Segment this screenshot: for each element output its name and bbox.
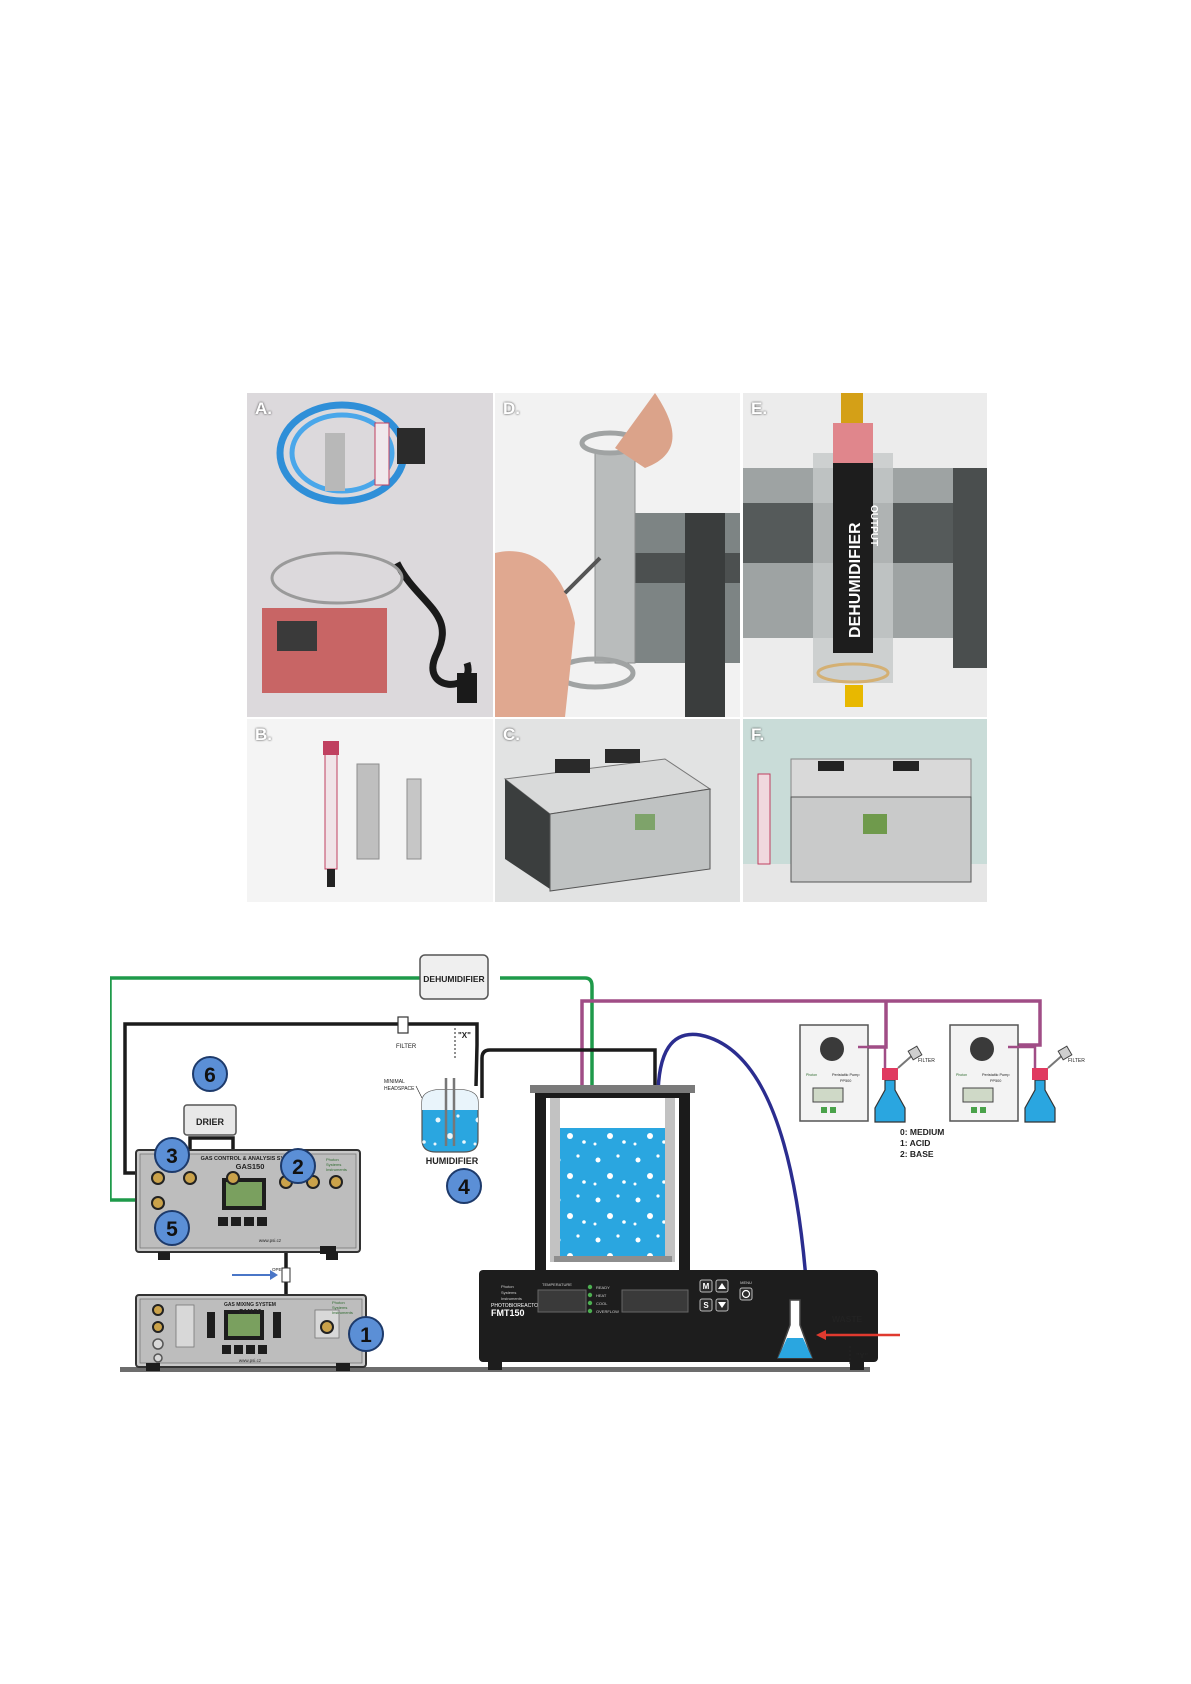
gm150-url: www.psi.cz [239, 1358, 262, 1363]
humidifier-label: HUMIDIFIER [426, 1156, 479, 1166]
fmt-brand-2: Systems [501, 1290, 516, 1295]
filter-label-pump1: FILTER [918, 1058, 935, 1064]
fmt-brand-1: Photon [501, 1284, 514, 1289]
waste-label: WASTE [832, 1314, 863, 1324]
led-ready: READY [596, 1285, 610, 1290]
photo-panel-c: C. [495, 719, 740, 902]
pump2-label: Peristaltic Pump [982, 1073, 1009, 1077]
button-m-label: M [703, 1282, 710, 1291]
device-photo-f [743, 719, 987, 902]
accessories-photo [247, 393, 493, 717]
panel-label-f: F. [751, 725, 764, 745]
fmt150-base [479, 1270, 878, 1362]
gas150-url: www.psi.cz [259, 1238, 282, 1243]
dehumidifier-photo: DEHUMIDIFIER OUTPUT [743, 393, 987, 717]
marker-1: 1 [349, 1317, 383, 1351]
purple-tube-branch [866, 1001, 886, 1047]
pump2-model: PP500 [990, 1079, 1001, 1083]
reagent-bottle-1 [875, 1046, 922, 1122]
filter-label: FILTER [396, 1044, 417, 1050]
y-dimension-label: "Y" [856, 1351, 869, 1360]
svg-text:5: 5 [166, 1218, 178, 1241]
parts-photo [247, 719, 493, 902]
drier-label: DRIER [196, 1117, 225, 1127]
dehumidifier-photo-text: DEHUMIDIFIER [847, 522, 864, 638]
output-photo-text: OUTPUT [868, 505, 879, 546]
plug-label: PLUG [583, 1263, 596, 1268]
gas150-model: GAS150 [236, 1162, 265, 1171]
svg-text:3: 3 [166, 1145, 178, 1168]
minimal-headspace-line2: HEADSPACE [384, 1086, 415, 1092]
led-heat: HEAT [596, 1293, 607, 1298]
main-display [622, 1290, 688, 1312]
photo-panel-b: B. [247, 719, 493, 902]
pump2-brand: Photon [956, 1073, 967, 1077]
legend-medium: 0: MEDIUM [900, 1127, 944, 1137]
pump1-model: PP500 [840, 1079, 851, 1083]
x-dimension-label: "X" [458, 1031, 471, 1040]
fmt-model: FMT150 [491, 1308, 525, 1318]
led-overflow: OVERFLOW [596, 1309, 619, 1314]
inline-filter [398, 1017, 408, 1033]
svg-text:1: 1 [360, 1324, 372, 1347]
panel-label-c: C. [503, 725, 520, 745]
marker-4: 4 [447, 1169, 481, 1203]
legend-acid: 1: ACID [900, 1138, 930, 1148]
svg-text:4: 4 [458, 1176, 470, 1199]
gm150-brand-3: Instruments [332, 1310, 353, 1315]
panel-label-b: B. [255, 725, 272, 745]
photo-panel-a: A. [247, 393, 493, 717]
minimal-headspace-line1: MINIMAL [384, 1079, 405, 1085]
humidifier-bottle [422, 1078, 478, 1152]
temperature-label: TEMPERATURE [542, 1282, 572, 1287]
photobioreactor-frame [530, 1085, 695, 1270]
setup-schematic: FILTER "X" DEHUMIDIFIER MINIMAL HEADSPAC… [110, 950, 1110, 1390]
temperature-display [538, 1290, 586, 1312]
pump1-label: Peristaltic Pump [832, 1073, 859, 1077]
menu-label: MENU [740, 1280, 752, 1285]
svg-text:6: 6 [204, 1064, 216, 1087]
filter-label-pump2: FILTER [1068, 1058, 1085, 1064]
marker-6: 6 [193, 1057, 227, 1091]
legend-base: 2: BASE [900, 1149, 934, 1159]
pump1-brand: Photon [806, 1073, 817, 1077]
gas150-brand-3: Instruments [326, 1167, 347, 1172]
panel-label-a: A. [255, 399, 272, 419]
marker-2: 2 [281, 1149, 315, 1183]
led-cool: COOL [596, 1301, 608, 1306]
panel-label-d: D. [503, 399, 520, 419]
panel-label-e: E. [751, 399, 767, 419]
power-button [740, 1288, 752, 1300]
mounting-photo [495, 393, 740, 717]
gm150-model: GM150 [239, 1309, 262, 1316]
marker-5: 5 [155, 1211, 189, 1245]
gm150-title: GAS MIXING SYSTEM [224, 1302, 276, 1308]
device-photo-c [495, 719, 740, 902]
reagent-bottle-2 [1025, 1046, 1072, 1122]
photo-panel-f: F. [743, 719, 987, 902]
fmt-brand-3: Instruments [501, 1296, 522, 1301]
marker-3: 3 [155, 1138, 189, 1172]
button-s-label: S [703, 1301, 709, 1310]
dehumidifier-label: DEHUMIDIFIER [423, 974, 484, 984]
svg-text:2: 2 [292, 1156, 304, 1179]
photo-panel-d: D. [495, 393, 740, 717]
photo-panel-e: DEHUMIDIFIER OUTPUT E. [743, 393, 987, 717]
